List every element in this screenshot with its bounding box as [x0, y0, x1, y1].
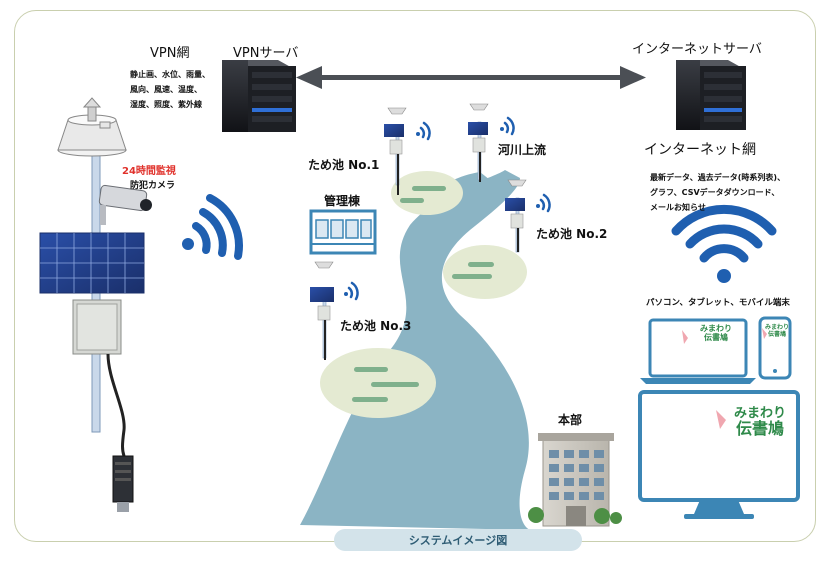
desktop-monitor-icon [638, 390, 800, 519]
logo-line1: みまわり [765, 324, 790, 331]
headquarters-label: 本部 [558, 413, 583, 427]
logo-line2: 伝書鳩 [736, 419, 785, 438]
wifi-signal-icon [182, 194, 243, 260]
pond1-label: ため池 No.1 [308, 158, 380, 172]
solar-panel-icon [39, 232, 145, 294]
security-camera-label: 防犯カメラ [130, 181, 176, 191]
river-upstream-label: 河川上流 [498, 143, 547, 157]
control-box-icon [72, 299, 122, 355]
internet-feature-line: メールお知らせ [650, 203, 706, 212]
laptop-app-logo: みまわり 伝書鳩 [700, 324, 732, 342]
monitoring-station [39, 97, 152, 512]
internet-wifi-icon [671, 204, 777, 283]
internet-feature-list: 最新データ、過去データ(時系列表)、 グラフ、CSVデータダウンロード、 メール… [650, 170, 785, 215]
vpn-sensor-line: 風向、風速、温度、 [130, 85, 202, 94]
diagram-caption: システムイメージ図 [334, 529, 582, 551]
internet-network-label: インターネット網 [644, 142, 756, 158]
vpn-sensor-line: 静止画、水位、雨量、 [130, 70, 210, 79]
double-arrow-icon [296, 66, 646, 89]
station-pond2 [505, 179, 551, 253]
internet-feature-line: グラフ、CSVデータダウンロード、 [650, 188, 780, 197]
station-pond1 [384, 107, 431, 195]
phone-app-logo: みまわり 伝書鳩 [765, 324, 789, 338]
vpn-sensor-line: 湿度、照度、紫外線 [130, 100, 202, 109]
monitor-app-logo: みまわり 伝書鳩 [734, 406, 787, 438]
pond3-label: ため池 No.3 [340, 319, 412, 333]
vpn-server-label: VPNサーバ [233, 46, 299, 61]
monitor-24h-label: 24時間監視 [122, 166, 176, 177]
mobile-phone-icon [758, 316, 792, 380]
management-building-icon [309, 209, 377, 255]
pond-1 [391, 171, 463, 215]
river [300, 170, 530, 530]
vpn-server-icon [222, 60, 296, 132]
water-level-probe-icon [112, 455, 134, 512]
vpn-network-label: VPN網 [150, 46, 190, 61]
security-camera-icon [98, 184, 152, 225]
logo-line2: 伝書鳩 [704, 333, 728, 342]
internet-server-icon [676, 60, 746, 130]
station-pond3 [310, 261, 359, 360]
logo-line2: 伝書鳩 [768, 331, 787, 338]
pond2-label: ため池 No.2 [536, 227, 608, 241]
vpn-sensor-list: 静止画、水位、雨量、 風向、風速、温度、 湿度、照度、紫外線 [130, 67, 210, 112]
internet-feature-line: 最新データ、過去データ(時系列表)、 [650, 173, 786, 182]
pond-2 [443, 245, 527, 299]
headquarters-building-icon [528, 433, 622, 527]
internet-server-label: インターネットサーバ [632, 42, 762, 57]
app-logo-hand-icon [682, 328, 767, 429]
devices-label: パソコン、タブレット、モバイル端末 [646, 298, 790, 308]
logo-line1: みまわり [700, 324, 732, 333]
management-building-label: 管理棟 [324, 194, 361, 208]
laptop-icon [640, 318, 756, 384]
logo-line1: みまわり [734, 406, 787, 421]
station-river-upstream [468, 103, 515, 182]
